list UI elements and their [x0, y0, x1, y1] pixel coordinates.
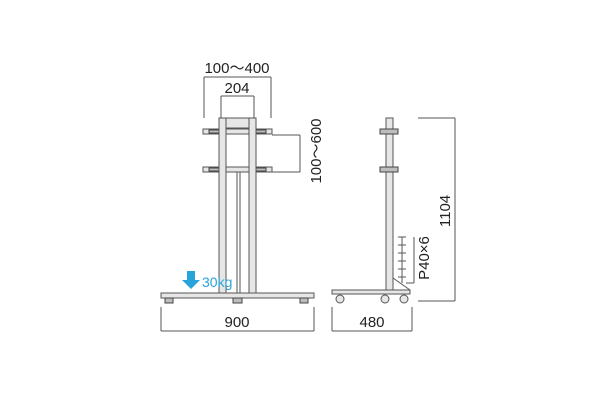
base-depth-dimension: 480 — [331, 307, 413, 332]
mount-plate — [223, 117, 253, 129]
middle-caster — [380, 294, 390, 304]
down-arrow-icon — [182, 271, 200, 289]
total-height-label: 1104 — [437, 195, 454, 227]
height-adjust-dimension: 100～600 — [272, 118, 325, 184]
vertical-poles — [218, 117, 257, 294]
upper-crossbar — [202, 128, 273, 135]
total-height-dimension: 1104 — [418, 117, 456, 302]
height-adjust-label: 100～600 — [308, 118, 325, 183]
base-width-label: 900 — [224, 314, 249, 331]
bracket-width-label: 204 — [224, 80, 249, 97]
vesa-range-label: 100～400 — [204, 60, 269, 77]
pitch-label: P40×6 — [416, 236, 433, 280]
lower-crossbar — [202, 166, 273, 173]
front-caster — [335, 294, 345, 304]
side-lower-bracket — [379, 166, 399, 173]
base-width-dimension: 900 — [160, 307, 315, 332]
side-pole — [385, 117, 394, 294]
bracket-width-dimension: 204 — [220, 80, 255, 118]
side-view: P40×6 1104 480 — [331, 117, 456, 332]
vesa-range-dimension: 100～400 — [203, 60, 272, 118]
rear-caster — [399, 294, 409, 304]
front-base — [160, 292, 315, 304]
load-capacity: 30kg — [182, 271, 232, 290]
front-view: 100～400 204 — [160, 60, 325, 332]
pitch-marks: P40×6 — [398, 236, 433, 284]
base-depth-label: 480 — [359, 314, 384, 331]
side-base — [331, 277, 411, 304]
load-capacity-label: 30kg — [202, 274, 232, 290]
side-upper-bracket — [379, 128, 399, 135]
